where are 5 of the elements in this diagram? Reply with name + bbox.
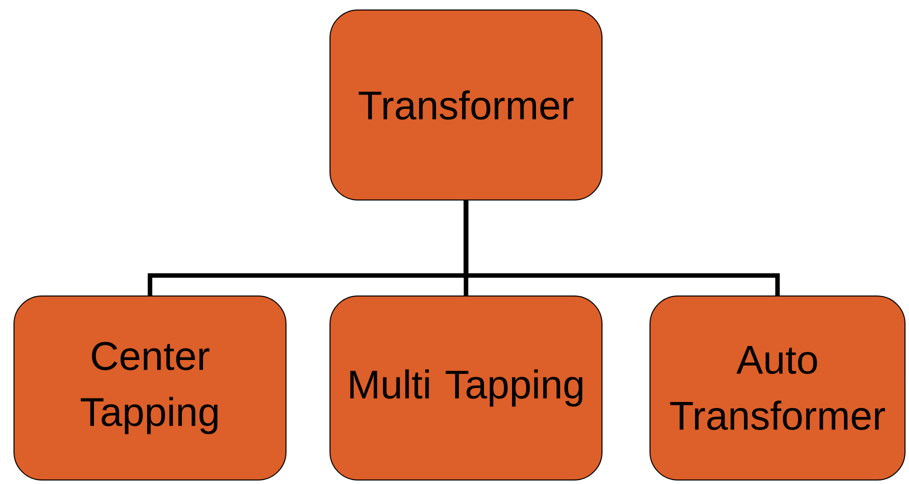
category-box: Center Tapping (14, 296, 286, 480)
connector-line (464, 200, 780, 296)
category-box: Multi Tapping (330, 296, 602, 480)
category-box: Transformer (330, 10, 602, 200)
category-box: Auto Transformer (650, 296, 906, 480)
